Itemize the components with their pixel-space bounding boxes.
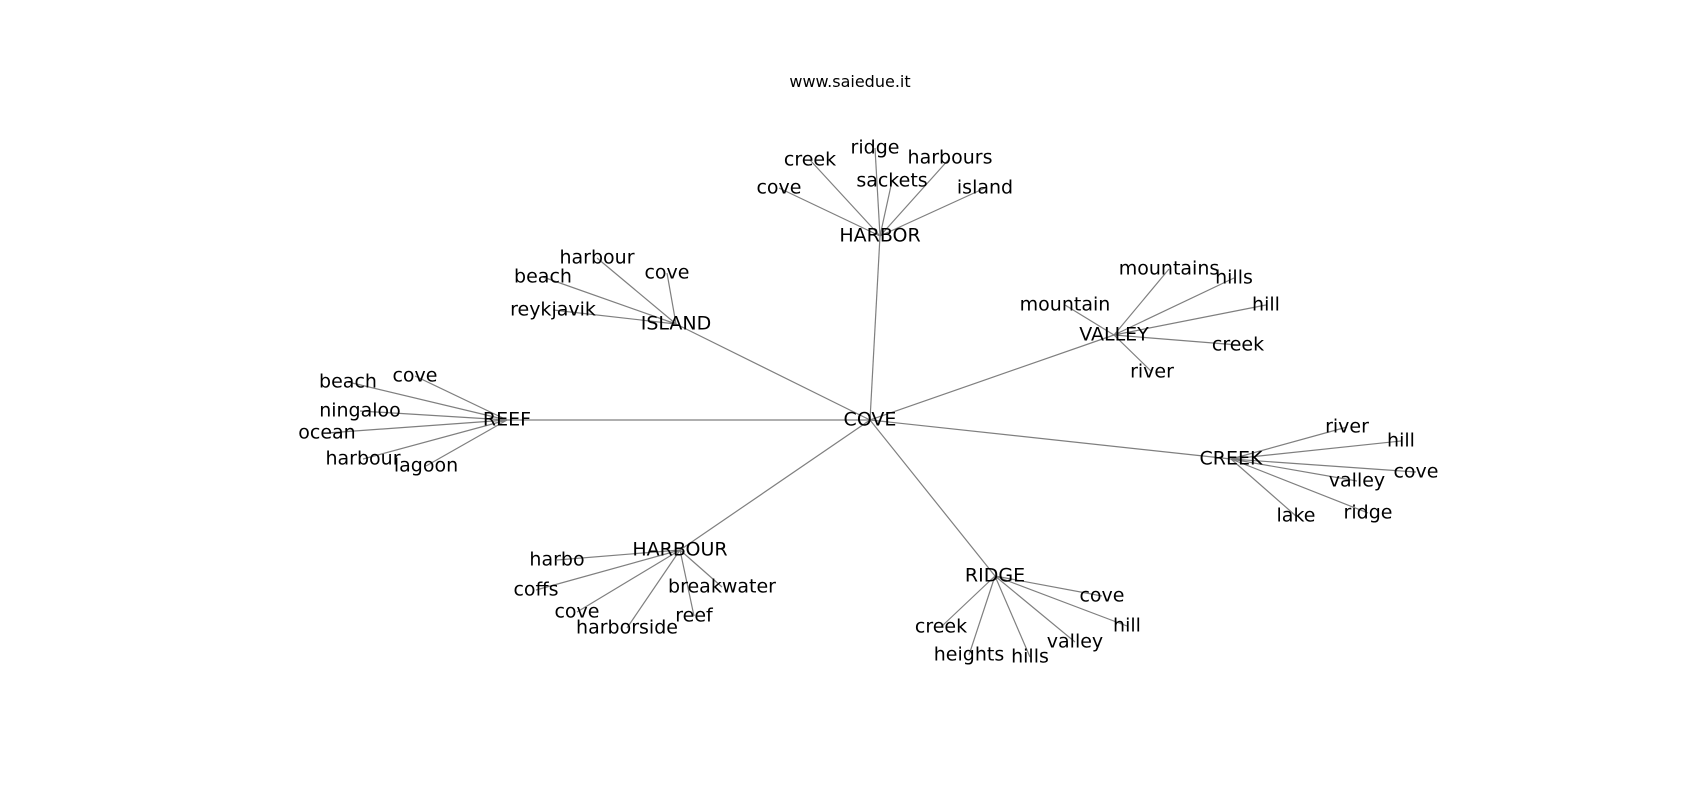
edge-harbor-to-cove [778, 187, 881, 237]
node-leaf-creek-cove: cove [1393, 461, 1438, 483]
node-leaf-ridge-valley: valley [1047, 631, 1103, 653]
edge-ridge-to-hill [994, 575, 1128, 627]
node-leaf-reef-harbour: harbour [325, 448, 400, 470]
node-leaf-ridge-hill: hill [1113, 615, 1141, 637]
edge-ridge-to-heights [968, 575, 996, 656]
edge-harbour-to-harbo [556, 549, 681, 561]
node-leaf-valley-hill: hill [1252, 294, 1280, 316]
edge-harbor-to-ridge [874, 147, 881, 237]
edge-harbour-to-breakwater [679, 549, 723, 588]
node-hub-creek: CREEK [1200, 448, 1263, 470]
edge-creek-to-hill [1230, 440, 1402, 460]
edge-creek-to-river [1230, 426, 1348, 460]
edge-valley-to-hill [1113, 304, 1267, 336]
edge-harbor-to-creek [809, 159, 881, 237]
edge-creek-to-valley [1230, 458, 1358, 482]
edge-creek-to-cove [1230, 458, 1417, 473]
site-credit: www.saiedue.it [789, 72, 911, 91]
node-leaf-valley-hills: hills [1215, 267, 1253, 289]
edge-harbour-to-cove [576, 549, 681, 613]
edge-root-to-harbour [679, 419, 871, 551]
edge-root-to-island [675, 323, 871, 421]
node-hub-reef: REEF [483, 409, 531, 431]
node-hub-ridge: RIDGE [965, 565, 1025, 587]
edge-valley-to-hills [1113, 277, 1235, 336]
node-leaf-ridge-heights: heights [934, 644, 1004, 666]
edge-harbor-to-island [879, 187, 986, 237]
node-leaf-island-harbour: harbour [559, 247, 634, 269]
edge-root-to-valley [869, 334, 1115, 421]
node-leaf-harbor-ridge: ridge [851, 137, 900, 159]
node-root-cove: COVE [844, 409, 897, 431]
node-leaf-harbor-cove: cove [756, 177, 801, 199]
edge-layer [326, 147, 1417, 658]
node-leaf-harbor-harbours: harbours [908, 147, 993, 169]
node-leaf-creek-lake: lake [1277, 505, 1316, 527]
node-leaf-harbour-cove: cove [554, 601, 599, 623]
node-hub-island: ISLAND [641, 313, 712, 335]
node-leaf-creek-valley: valley [1329, 470, 1385, 492]
node-leaf-ridge-hills: hills [1011, 646, 1049, 668]
node-leaf-valley-river: river [1130, 361, 1174, 383]
node-hub-harbour: HARBOUR [632, 539, 727, 561]
edge-island-to-harbour [596, 257, 677, 325]
edge-reef-to-ningaloo [359, 410, 508, 421]
node-leaf-reef-lagoon: lagoon [394, 455, 458, 477]
node-leaf-island-beach: beach [514, 266, 572, 288]
edge-reef-to-beach [347, 381, 508, 421]
node-leaf-creek-ridge: ridge [1344, 502, 1393, 524]
edge-harbour-to-harborside [626, 549, 681, 629]
edge-ridge-to-hills [994, 575, 1031, 658]
node-leaf-creek-river: river [1325, 416, 1369, 438]
edge-reef-to-harbour [362, 419, 508, 460]
edge-reef-to-cove [414, 375, 508, 421]
node-leaf-valley-mountains: mountains [1119, 258, 1220, 280]
edge-creek-to-ridge [1230, 458, 1369, 514]
edge-reef-to-ocean [326, 419, 508, 434]
edge-valley-to-mountain [1064, 304, 1115, 336]
node-leaf-harbor-creek: creek [784, 149, 836, 171]
node-leaf-reef-beach: beach [319, 371, 377, 393]
edge-harbor-to-sackets [879, 180, 893, 237]
node-hub-harbor: HARBOR [839, 225, 920, 247]
edge-valley-to-creek [1113, 334, 1239, 346]
node-leaf-harbour-breakwater: breakwater [668, 576, 776, 598]
edge-island-to-reykjavik [552, 309, 677, 325]
node-leaf-harbour-harborside: harborside [576, 617, 678, 639]
node-leaf-ridge-creek: creek [915, 616, 967, 638]
node-leaf-creek-hill: hill [1387, 430, 1415, 452]
node-leaf-harbor-island: island [957, 177, 1013, 199]
edge-harbor-to-harbours [879, 157, 951, 237]
node-leaf-island-cove: cove [644, 262, 689, 284]
edge-island-to-cove [666, 272, 677, 325]
edge-valley-to-mountains [1113, 268, 1170, 336]
node-leaf-harbour-reef: reef [675, 605, 714, 627]
node-hub-valley: VALLEY [1079, 324, 1149, 346]
node-leaf-valley-mountain: mountain [1020, 294, 1111, 316]
edge-ridge-to-valley [994, 575, 1076, 643]
node-leaf-harbor-sackets: sackets [856, 170, 927, 192]
edge-harbour-to-coffs [535, 549, 681, 591]
node-leaf-reef-cove: cove [392, 365, 437, 387]
node-leaf-harbour-harbo: harbo [529, 549, 584, 571]
edge-root-to-ridge [869, 419, 996, 577]
edge-root-to-creek [869, 419, 1232, 460]
edge-root-to-harbor [869, 235, 881, 421]
edge-ridge-to-creek [940, 575, 996, 628]
node-leaf-island-reykjavik: reykjavik [510, 299, 596, 321]
node-leaf-ridge-cove: cove [1079, 585, 1124, 607]
edge-reef-to-lagoon [425, 419, 508, 467]
edge-creek-to-lake [1230, 458, 1297, 517]
node-leaf-valley-creek: creek [1212, 334, 1264, 356]
node-leaf-reef-ningaloo: ningaloo [319, 400, 401, 422]
edge-valley-to-river [1113, 334, 1153, 373]
node-leaf-harbour-coffs: coffs [513, 579, 558, 601]
edge-harbour-to-reef [679, 549, 695, 617]
edge-island-to-beach [542, 276, 677, 325]
edge-ridge-to-cove [994, 575, 1103, 597]
node-leaf-reef-ocean: ocean [298, 422, 355, 444]
